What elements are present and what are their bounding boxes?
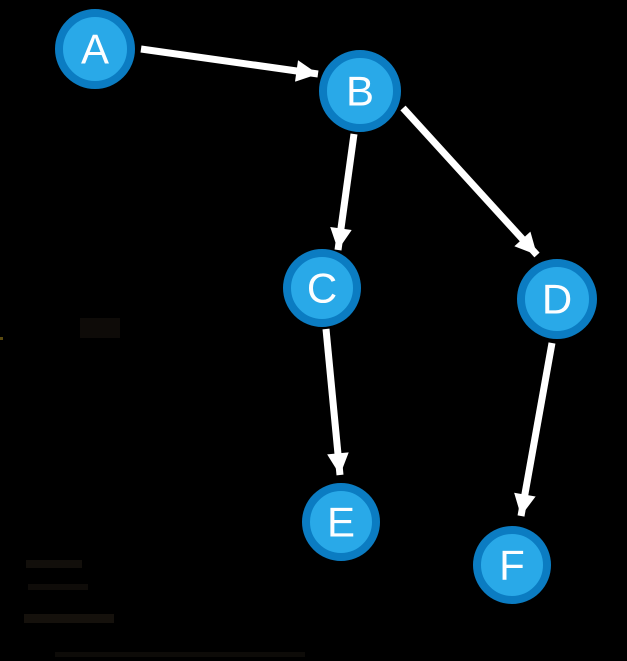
edge-arrow-b-d[interactable] [400,105,540,258]
graph-node-b[interactable]: B [319,50,401,132]
edge-arrow-b-c[interactable] [330,133,358,251]
graph-node-d[interactable]: D [517,259,597,339]
node-circle-d[interactable] [517,259,597,339]
graph-node-a[interactable]: A [55,9,135,89]
node-circle-f[interactable] [473,526,551,604]
graph-node-f[interactable]: F [473,526,551,604]
node-circle-b[interactable] [319,50,401,132]
node-circle-c[interactable] [283,249,361,327]
node-circle-a[interactable] [55,9,135,89]
edge-arrow-c-e[interactable] [322,328,349,476]
graph-node-e[interactable]: E [302,483,380,561]
graph-node-c[interactable]: C [283,249,361,327]
edges-layer [140,45,556,517]
nodes-layer: A B C D E F [55,9,597,604]
edge-arrow-a-b[interactable] [140,45,319,82]
node-circle-e[interactable] [302,483,380,561]
edge-arrow-d-f[interactable] [514,342,556,517]
